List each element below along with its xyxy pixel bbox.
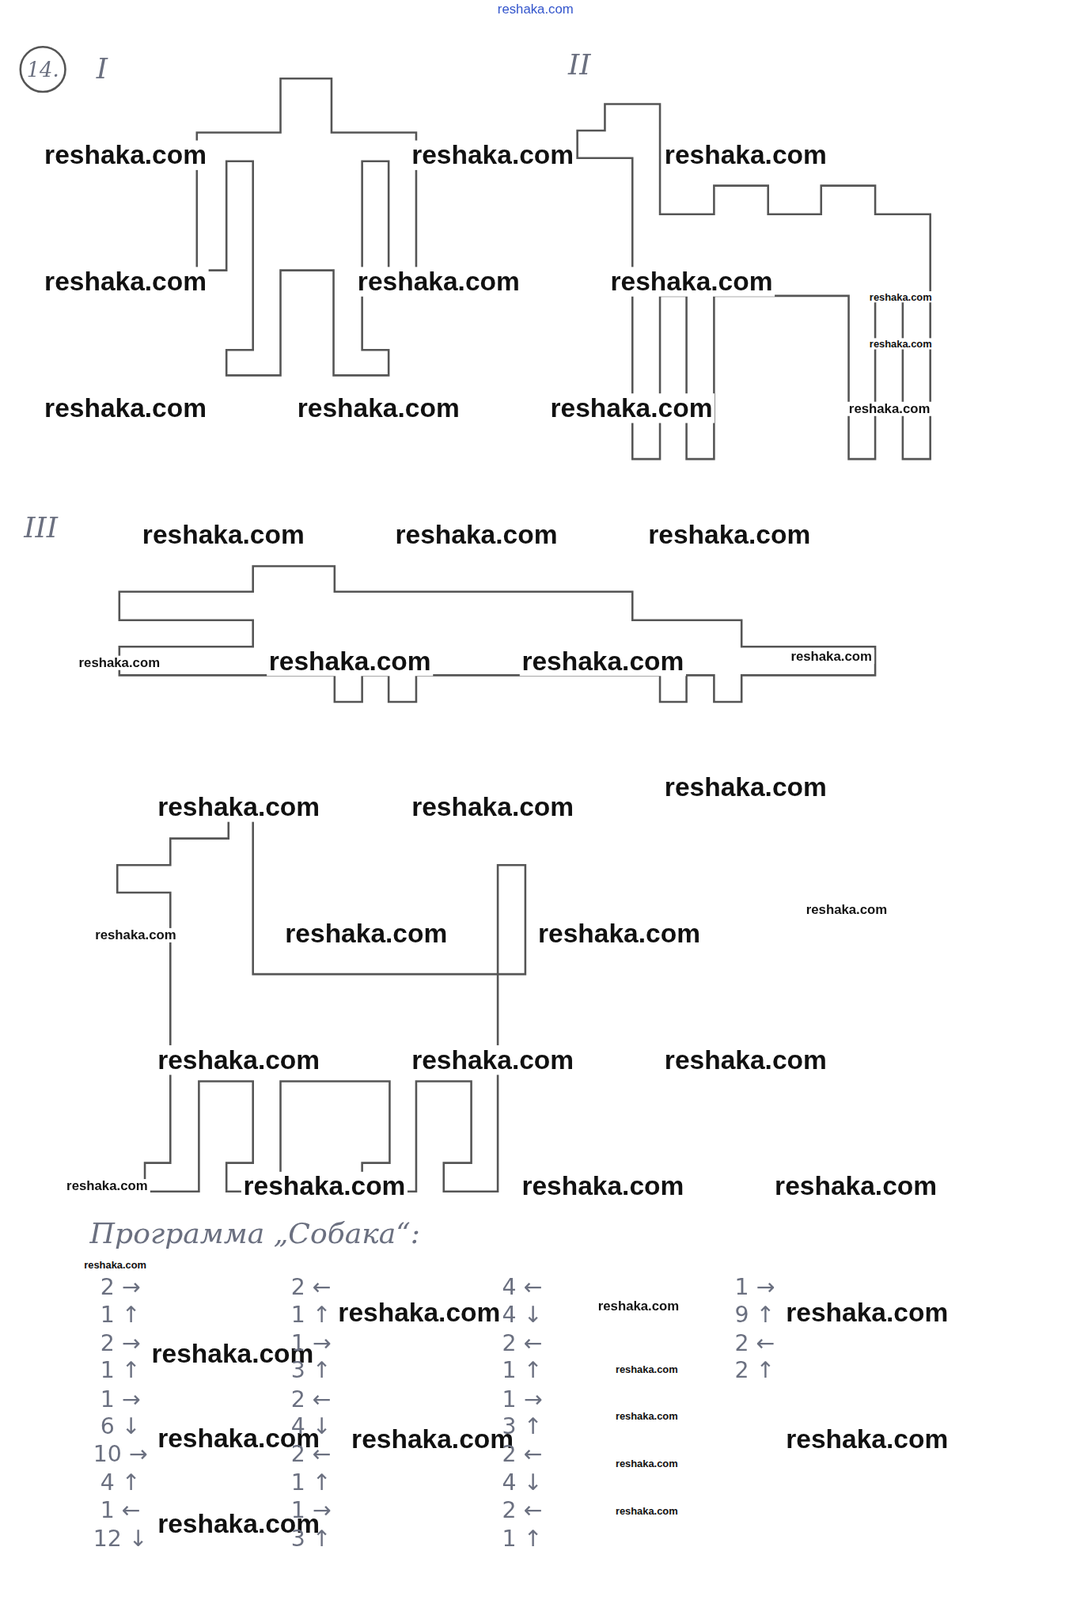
program-step: 2 ← <box>291 1387 332 1412</box>
program-step: 1 → <box>291 1498 332 1524</box>
watermark: reshaka.com <box>93 928 179 943</box>
program-step: 1 → <box>735 1274 776 1300</box>
watermark: reshaka.com <box>266 646 433 676</box>
watermark: reshaka.com <box>64 1178 151 1194</box>
program-step: 4 ↓ <box>291 1414 332 1440</box>
program-step: 2 ← <box>502 1498 543 1524</box>
watermark: reshaka.com <box>409 140 577 171</box>
watermark: reshaka.com <box>283 918 450 948</box>
watermark: reshaka.com <box>409 1045 577 1075</box>
watermark: reshaka.com <box>495 1 576 16</box>
watermark: reshaka.com <box>155 792 323 822</box>
watermark: reshaka.com <box>82 1258 149 1270</box>
program-step: 2 ← <box>502 1442 543 1468</box>
watermark: reshaka.com <box>784 1298 951 1328</box>
program-step: 3 ↑ <box>502 1414 543 1440</box>
program-step: 10 → <box>93 1442 148 1468</box>
handwritten-label: 14. <box>26 57 60 80</box>
program-step: 2 → <box>100 1330 141 1356</box>
program-step: 1 ↑ <box>291 1470 332 1496</box>
watermark: reshaka.com <box>613 1363 680 1375</box>
handwritten-label: I <box>96 53 108 86</box>
watermark: reshaka.com <box>42 140 209 171</box>
program-step: 1 ↑ <box>100 1303 141 1328</box>
watermark: reshaka.com <box>608 266 775 296</box>
program-step: 1 ← <box>100 1498 141 1524</box>
watermark: reshaka.com <box>76 655 163 671</box>
program-step: 4 ↓ <box>502 1303 543 1328</box>
robot-figure <box>197 78 417 376</box>
program-step: 3 ↑ <box>291 1526 332 1551</box>
watermark: reshaka.com <box>349 1425 516 1455</box>
watermark: reshaka.com <box>646 519 813 550</box>
watermark: reshaka.com <box>295 393 462 423</box>
program-step: 2 ← <box>291 1442 332 1468</box>
program-step: 2 ← <box>502 1330 543 1356</box>
program-step: 4 ↑ <box>100 1470 141 1496</box>
handwritten-label: Программа „Собака“: <box>90 1218 421 1251</box>
watermark: reshaka.com <box>548 393 715 423</box>
watermark: reshaka.com <box>42 266 209 296</box>
task-circle <box>20 46 66 92</box>
program-step: 9 ↑ <box>735 1303 776 1328</box>
program-step: 4 ↓ <box>502 1470 543 1496</box>
watermark: reshaka.com <box>662 1045 829 1075</box>
watermark: reshaka.com <box>336 1298 503 1328</box>
program-step: 4 ← <box>502 1274 543 1300</box>
program-step: 1 ↑ <box>291 1303 332 1328</box>
watermark: reshaka.com <box>613 1458 680 1470</box>
watermark: reshaka.com <box>773 1171 940 1202</box>
program-step: 2 ← <box>735 1330 776 1356</box>
program-step: 12 ↓ <box>93 1526 148 1551</box>
program-step: 3 ↑ <box>291 1358 332 1384</box>
watermark: reshaka.com <box>803 902 890 918</box>
program-step: 1 → <box>100 1387 141 1412</box>
program-step: 2 ← <box>291 1274 332 1300</box>
watermark: reshaka.com <box>355 266 522 296</box>
watermark: reshaka.com <box>595 1299 682 1314</box>
watermark: reshaka.com <box>519 1171 687 1202</box>
watermark: reshaka.com <box>867 291 934 303</box>
watermark: reshaka.com <box>241 1171 408 1202</box>
program-step: 1 ↑ <box>100 1358 141 1384</box>
program-step: 2 ↑ <box>735 1358 776 1384</box>
program-step: 2 → <box>100 1274 141 1300</box>
watermark: reshaka.com <box>409 792 577 822</box>
watermark: reshaka.com <box>867 337 934 349</box>
watermark: reshaka.com <box>42 393 209 423</box>
watermark: reshaka.com <box>662 773 829 803</box>
program-step: 1 ↑ <box>502 1526 543 1551</box>
watermark: reshaka.com <box>613 1504 680 1517</box>
watermark: reshaka.com <box>140 519 307 550</box>
watermark: reshaka.com <box>662 140 829 171</box>
watermark: reshaka.com <box>613 1410 680 1422</box>
watermark: reshaka.com <box>155 1045 323 1075</box>
dog-figure <box>117 812 526 1191</box>
handwritten-label: III <box>23 512 58 545</box>
crocodile-figure <box>119 565 876 702</box>
program-step: 1 → <box>291 1330 332 1356</box>
watermark: reshaka.com <box>149 1338 316 1369</box>
watermark: reshaka.com <box>393 519 560 550</box>
watermark: reshaka.com <box>846 401 933 417</box>
watermark: reshaka.com <box>519 646 687 676</box>
watermark: reshaka.com <box>788 649 875 664</box>
program-step: 1 → <box>502 1387 543 1412</box>
watermark: reshaka.com <box>784 1425 951 1455</box>
program-step: 6 ↓ <box>100 1414 141 1440</box>
program-step: 1 ↑ <box>502 1358 543 1384</box>
watermark: reshaka.com <box>535 918 702 948</box>
handwritten-label: II <box>568 49 592 82</box>
